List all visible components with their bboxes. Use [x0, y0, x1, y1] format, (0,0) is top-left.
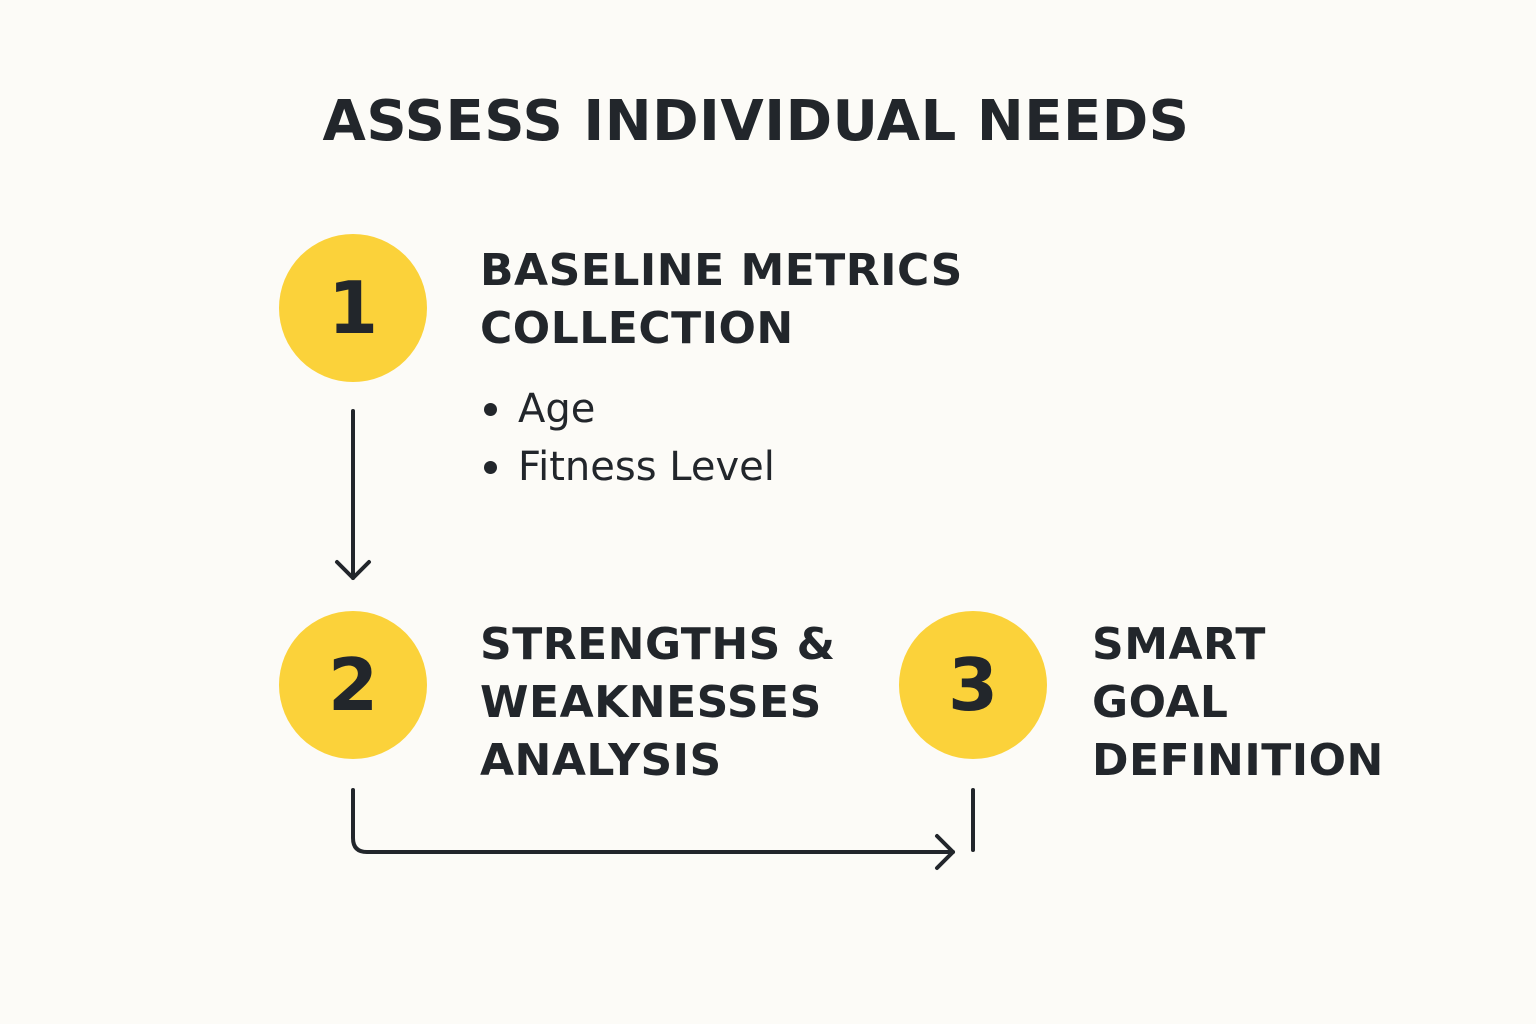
bullet-dot-icon — [484, 461, 497, 474]
bullet-item-fitness-level: Fitness Level — [480, 438, 775, 496]
bullet-text-fitness-level: Fitness Level — [518, 444, 775, 490]
step-1-bullet-list: Age Fitness Level — [480, 380, 775, 496]
step-2-title: STRENGTHS & WEAKNESSES ANALYSIS — [480, 619, 836, 786]
arrow-step2-to-step3 — [351, 788, 955, 854]
step-2-number-circle: 2 — [279, 611, 427, 759]
diagram-title: ASSESS INDIVIDUAL NEEDS — [322, 89, 1190, 154]
step-1-title: BASELINE METRICS COLLECTION — [480, 245, 963, 354]
step-3-number-circle: 3 — [899, 611, 1047, 759]
arrow-head-down-icon — [335, 560, 371, 580]
step-3-title: SMART GOAL DEFINITION — [1092, 619, 1384, 786]
step-1-number-circle: 1 — [279, 234, 427, 382]
bullet-text-age: Age — [518, 386, 596, 432]
bullet-dot-icon — [484, 403, 497, 416]
bullet-item-age: Age — [480, 380, 775, 438]
arrow-head-right-icon — [935, 834, 955, 870]
